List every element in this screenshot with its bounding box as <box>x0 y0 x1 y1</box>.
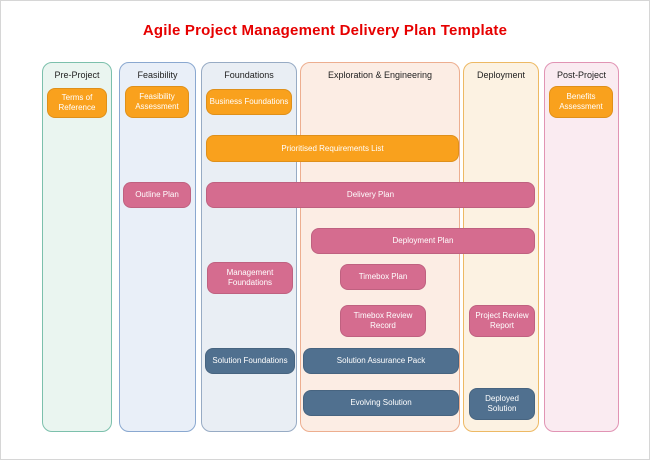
diagram-title: Agile Project Management Delivery Plan T… <box>142 22 508 39</box>
lane-feasibility: Feasibility <box>119 62 196 432</box>
shape-outline-plan: Outline Plan <box>123 182 191 208</box>
lane-header-pre-project: Pre-Project <box>54 70 100 80</box>
shape-timebox-review-record: Timebox Review Record <box>340 305 426 337</box>
shape-deployment-plan: Deployment Plan <box>311 228 535 254</box>
shape-benefits-assessment: Benefits Assessment <box>549 86 613 118</box>
lane-header-post-project: Post-Project <box>556 70 607 80</box>
lane-header-foundations: Foundations <box>224 70 274 80</box>
lane-foundations: Foundations <box>201 62 297 432</box>
shape-feasibility-assessment: Feasibility Assessment <box>125 86 189 118</box>
shape-business-foundations: Business Foundations <box>206 89 292 115</box>
shape-management-foundations: Management Foundations <box>207 262 293 294</box>
shape-deployed-solution: Deployed Solution <box>469 388 535 420</box>
lane-header-deployment: Deployment <box>476 70 526 80</box>
lane-header-feasibility: Feasibility <box>137 70 178 80</box>
lane-post-project: Post-Project <box>544 62 619 432</box>
shape-solution-assurance-pack: Solution Assurance Pack <box>303 348 459 374</box>
shape-evolving-solution: Evolving Solution <box>303 390 459 416</box>
lane-header-exploration-engineering: Exploration & Engineering <box>327 70 433 80</box>
shape-terms-of-reference: Terms of Reference <box>47 88 107 118</box>
shape-solution-foundations: Solution Foundations <box>205 348 295 374</box>
shape-timebox-plan: Timebox Plan <box>340 264 426 290</box>
shape-delivery-plan: Delivery Plan <box>206 182 535 208</box>
shape-prioritised-requirements-list: Prioritised Requirements List <box>206 135 459 162</box>
lane-pre-project: Pre-Project <box>42 62 112 432</box>
shape-project-review-report: Project Review Report <box>469 305 535 337</box>
